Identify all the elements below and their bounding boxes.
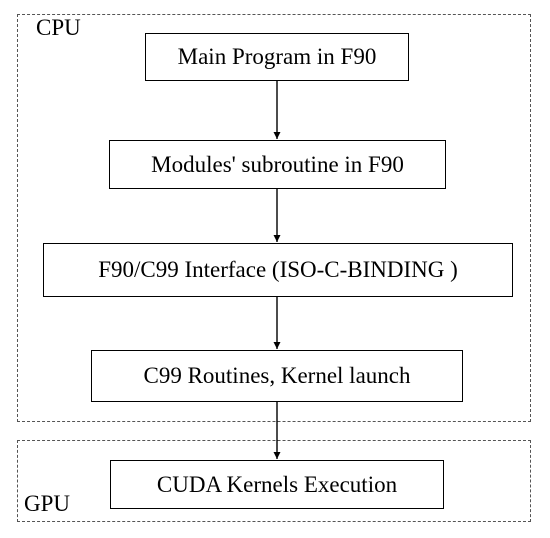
gpu-region [17, 440, 531, 522]
modules-subroutine-label: Modules' subroutine in F90 [151, 151, 404, 177]
interface-label: F90/C99 Interface (ISO-C-BINDING ) [98, 257, 458, 282]
cpu-region [17, 14, 531, 422]
modules-subroutine-node: Modules' subroutine in F90 [109, 140, 446, 189]
main-program-label: Main Program in F90 [177, 44, 377, 69]
main-program-node: Main Program in F90 [145, 33, 409, 81]
cpu-region-label: CPU [36, 15, 81, 40]
interface-node: F90/C99 Interface (ISO-C-BINDING ) [43, 243, 513, 297]
cuda-kernels-node: CUDA Kernels Execution [110, 460, 444, 509]
c99-routines-node: C99 Routines, Kernel launch [91, 350, 463, 402]
cuda-kernels-label: CUDA Kernels Execution [156, 471, 398, 497]
gpu-region-label: GPU [24, 491, 71, 516]
c99-routines-label: C99 Routines, Kernel launch [143, 363, 411, 388]
